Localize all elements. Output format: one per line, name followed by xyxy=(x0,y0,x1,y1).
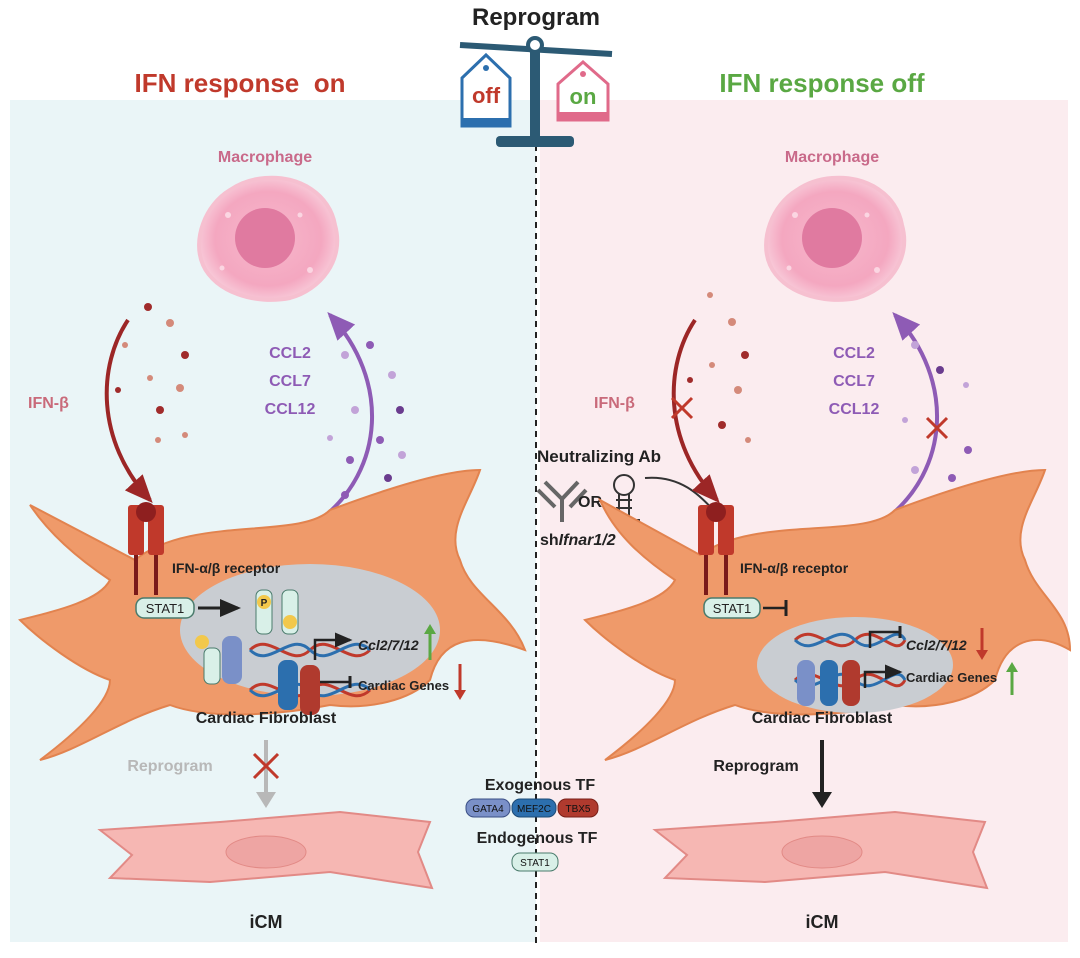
right-icm-label: iCM xyxy=(806,912,839,932)
left-phospho2-icon xyxy=(195,635,209,649)
left-macrophage-label: Macrophage xyxy=(218,149,312,166)
right-ccl2: CCL2 xyxy=(833,345,875,362)
neutralizing-ab-label: Neutralizing Ab xyxy=(537,447,661,466)
left-block-x-icon xyxy=(252,752,280,780)
right-receptor-label: IFN-α/β receptor xyxy=(740,560,849,576)
left-icm-label: iCM xyxy=(250,912,283,932)
legend-stat1-badge xyxy=(511,852,559,872)
left-receptor-label: IFN-α/β receptor xyxy=(172,560,281,576)
right-icm-icon xyxy=(652,810,989,890)
right-stat1-badge xyxy=(703,597,761,619)
reprogram-title: Reprogram xyxy=(472,4,600,31)
left-macrophage-icon xyxy=(197,175,340,302)
left-ccl-gene: Ccl2/7/12 xyxy=(358,637,419,653)
left-pstat1-dimer xyxy=(255,589,299,635)
legend-gata4-badge xyxy=(465,798,511,818)
balance-scale-icon xyxy=(459,36,613,147)
left-ccl-up-head xyxy=(424,624,436,634)
sh-gene: Ifnar1/2 xyxy=(559,532,616,549)
right-ccl7: CCL7 xyxy=(833,373,875,390)
legend-mef2c-label: MEF2C xyxy=(517,804,551,815)
right-ifn-block-x-icon xyxy=(670,396,694,420)
scale-on-label: on xyxy=(570,84,597,109)
exogenous-label: Exogenous TF xyxy=(485,777,595,794)
legend-stat1-label: STAT1 xyxy=(520,858,550,869)
right-heading: IFN response off xyxy=(719,68,924,98)
left-mef2c-badge xyxy=(278,660,298,710)
right-ccl-down-head xyxy=(976,650,988,660)
right-cardiac-up-head xyxy=(1006,662,1018,672)
left-ccl7: CCL7 xyxy=(269,373,311,390)
right-macrophage-icon xyxy=(764,175,907,302)
right-cell-label: Cardiac Fibroblast xyxy=(752,710,893,727)
right-chemokine-arrow xyxy=(883,312,940,522)
left-stat1b-badge xyxy=(203,647,221,685)
left-ifn-dots xyxy=(115,303,189,443)
right-ifn-label: IFN-β xyxy=(594,395,635,412)
right-ifn-arrow xyxy=(671,318,720,503)
right-reprogram-head xyxy=(812,792,832,808)
left-tbx5-badge xyxy=(300,665,320,715)
sh-ifnar-label: shIfnar1/2 xyxy=(540,532,616,549)
or-label: OR xyxy=(578,494,602,511)
left-nucleus xyxy=(180,564,440,696)
left-ccl-promoter xyxy=(313,632,353,660)
right-receptor-icon xyxy=(698,502,734,595)
right-ccl12: CCL12 xyxy=(829,401,880,418)
left-ifn-arrow xyxy=(104,318,153,503)
left-phospho-label: P xyxy=(261,598,268,609)
left-cardiac-gene: Cardiac Genes xyxy=(358,678,449,693)
legend-tbx5-label: TBX5 xyxy=(565,804,590,815)
legend-gata4-label: GATA4 xyxy=(472,804,504,815)
right-reprogram-label: Reprogram xyxy=(713,758,798,775)
left-cardiac-down-head xyxy=(454,690,466,700)
antibody-icon xyxy=(536,480,588,522)
right-chemokine-block-x-icon xyxy=(925,416,949,440)
right-stat1-label: STAT1 xyxy=(713,601,752,616)
scale-off-label: off xyxy=(472,83,501,108)
left-icm-icon xyxy=(97,810,434,890)
left-gata4-badge xyxy=(222,636,242,684)
left-cell-label: Cardiac Fibroblast xyxy=(196,710,337,727)
right-ifn-dots xyxy=(687,292,751,443)
right-ccl-promoter xyxy=(868,630,900,648)
right-cardiac-promoter xyxy=(863,664,903,688)
legend-tbx5-badge xyxy=(557,798,599,818)
left-heading: IFN response on xyxy=(135,68,346,98)
legend-mef2c-badge xyxy=(511,798,557,818)
right-mef2c-badge xyxy=(820,660,838,706)
left-reprogram-head xyxy=(256,792,276,808)
left-stat1-badge xyxy=(135,597,195,619)
left-reprogram-label: Reprogram xyxy=(127,758,212,775)
left-ccl12: CCL12 xyxy=(265,401,316,418)
left-stat1-label: STAT1 xyxy=(146,601,185,616)
sh-prefix: sh xyxy=(540,532,559,549)
right-tbx5-badge xyxy=(842,660,860,706)
left-ifn-label: IFN-β xyxy=(28,395,69,412)
left-chemokine-arrow xyxy=(318,312,375,522)
right-ccl-gene: Ccl2/7/12 xyxy=(906,637,967,653)
right-gata4-badge xyxy=(797,660,815,706)
left-ccl2: CCL2 xyxy=(269,345,311,362)
left-receptor-icon xyxy=(128,502,164,595)
endogenous-label: Endogenous TF xyxy=(477,830,598,847)
right-cardiac-gene: Cardiac Genes xyxy=(906,670,997,685)
right-macrophage-label: Macrophage xyxy=(785,149,879,166)
